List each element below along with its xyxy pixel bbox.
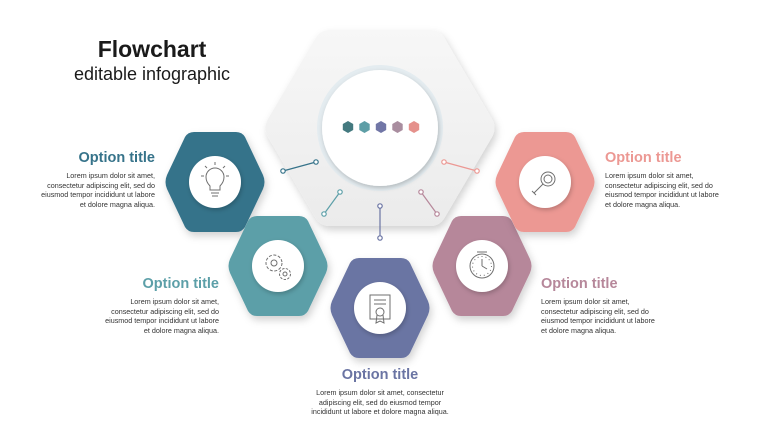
option-node-5: [495, 132, 595, 232]
certificate-icon: [369, 294, 391, 324]
option-3-description: Lorem ipsum dolor sit amet, consectetur …: [311, 388, 449, 417]
connector-4: [418, 189, 440, 217]
clock-icon: [469, 251, 495, 279]
option-2-title: Option title: [142, 276, 219, 292]
option-1-title: Option title: [78, 150, 155, 166]
option-1-badge: [189, 156, 241, 208]
magnifier-icon: [531, 171, 556, 196]
page-subtitle: editable infographic: [73, 64, 231, 84]
connectors: [280, 159, 480, 241]
option-5-description: Lorem ipsum dolor sit amet, consectetur …: [605, 171, 719, 209]
option-node-1: [165, 132, 265, 232]
option-2-badge: [252, 240, 304, 292]
connector-5: [441, 159, 480, 174]
gears-icon: [265, 254, 291, 280]
option-4-description: Lorem ipsum dolor sit amet, consectetur …: [541, 297, 655, 335]
option-node-2: [228, 216, 328, 316]
option-3-title: Option title: [341, 367, 419, 383]
option-1-description: Lorem ipsum dolor sit amet, consectetur …: [41, 171, 155, 209]
hub-hexagon-dots: [342, 121, 420, 133]
hub-dot-2: [359, 121, 370, 133]
option-2-description: Lorem ipsum dolor sit amet, consectetur …: [105, 297, 219, 335]
option-node-4: [432, 216, 532, 316]
hub-dot-3: [375, 121, 387, 133]
option-node-3: [330, 258, 430, 358]
option-4-title: Option title: [541, 276, 618, 292]
hub-dot-5: [408, 121, 420, 133]
connector-2: [321, 189, 343, 217]
option-5-title: Option title: [605, 150, 682, 166]
hub-dot-4: [392, 121, 403, 133]
page-title: Flowchart: [97, 36, 207, 62]
lightbulb-icon: [201, 162, 229, 197]
hub-dot-1: [342, 121, 354, 133]
connector-1: [280, 159, 319, 174]
connector-3: [377, 203, 383, 241]
